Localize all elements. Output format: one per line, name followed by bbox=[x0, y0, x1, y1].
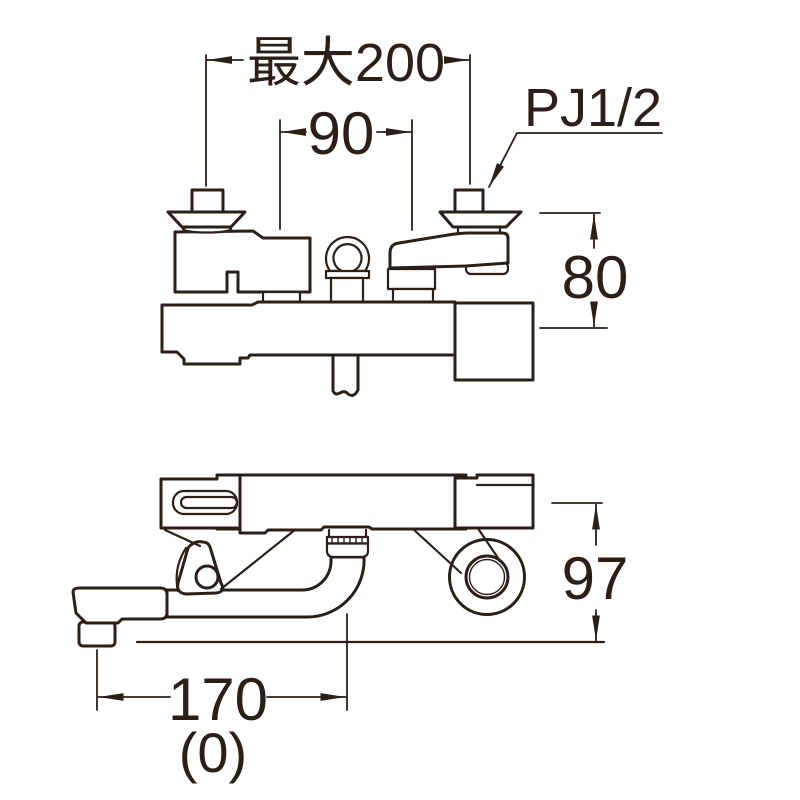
right-flange-inner-line bbox=[468, 558, 506, 596]
left-block-plan bbox=[159, 473, 242, 530]
spout-reach-label: 170 bbox=[168, 666, 268, 733]
dimensions: 最大200 90 PJ1/2 80 97 bbox=[96, 33, 663, 784]
right-strut-a bbox=[411, 527, 463, 575]
right-connection-nut bbox=[453, 188, 485, 214]
spout-head bbox=[71, 586, 169, 625]
plan-view bbox=[71, 473, 606, 648]
right-leg-plan bbox=[411, 525, 526, 616]
left-wall-flange bbox=[166, 210, 247, 229]
shower-hose-loop bbox=[324, 235, 371, 305]
thread-callout: PJ1/2 bbox=[488, 78, 663, 188]
thread-label: PJ1/2 bbox=[524, 78, 662, 138]
valve-body-plan bbox=[215, 473, 468, 535]
valve-body bbox=[160, 300, 457, 366]
right-inlet-pedestal-upper bbox=[386, 267, 437, 291]
left-wall-leg bbox=[166, 188, 312, 305]
knurl-hatching bbox=[331, 536, 363, 544]
right-wall-leg bbox=[386, 188, 523, 305]
dimension-flange-height: 80 bbox=[539, 212, 629, 329]
left-strut-b bbox=[219, 527, 298, 591]
dimension-max-width: 最大200 bbox=[205, 33, 471, 187]
groove-inner bbox=[179, 495, 239, 510]
spout-pipe bbox=[165, 555, 366, 619]
loop-pedestal bbox=[329, 276, 365, 305]
left-connection-nut bbox=[190, 188, 225, 214]
spout-nozzle bbox=[77, 620, 117, 648]
right-strut-b bbox=[475, 525, 500, 560]
handle-plan-outline bbox=[453, 473, 535, 530]
dimension-center-span: 90 bbox=[279, 100, 413, 231]
spout-reach-alt-label: (0) bbox=[179, 721, 247, 784]
right-flange-inner-ring bbox=[464, 554, 510, 600]
left-strut-a bbox=[163, 528, 202, 548]
spout-connector bbox=[325, 528, 370, 559]
right-leg-arm bbox=[388, 231, 510, 270]
temperature-handle bbox=[453, 301, 535, 382]
loop-ring bbox=[324, 235, 371, 273]
left-pipe-hole bbox=[194, 564, 220, 590]
front-view bbox=[160, 188, 535, 397]
left-leg-body bbox=[173, 229, 312, 294]
flange-height-label: 80 bbox=[562, 244, 629, 311]
dimension-spout-reach: 170 (0) bbox=[96, 613, 348, 784]
handle-plan bbox=[453, 473, 535, 530]
left-leg-plan bbox=[163, 527, 298, 596]
connector-body bbox=[325, 542, 370, 559]
dimension-wall-depth: 97 bbox=[551, 502, 629, 642]
outlet-pipe-stub bbox=[331, 352, 360, 397]
center-span-label: 90 bbox=[308, 100, 375, 167]
max-width-label: 最大200 bbox=[247, 33, 445, 93]
right-wall-flange bbox=[438, 210, 523, 229]
wall-depth-label: 97 bbox=[562, 545, 629, 612]
